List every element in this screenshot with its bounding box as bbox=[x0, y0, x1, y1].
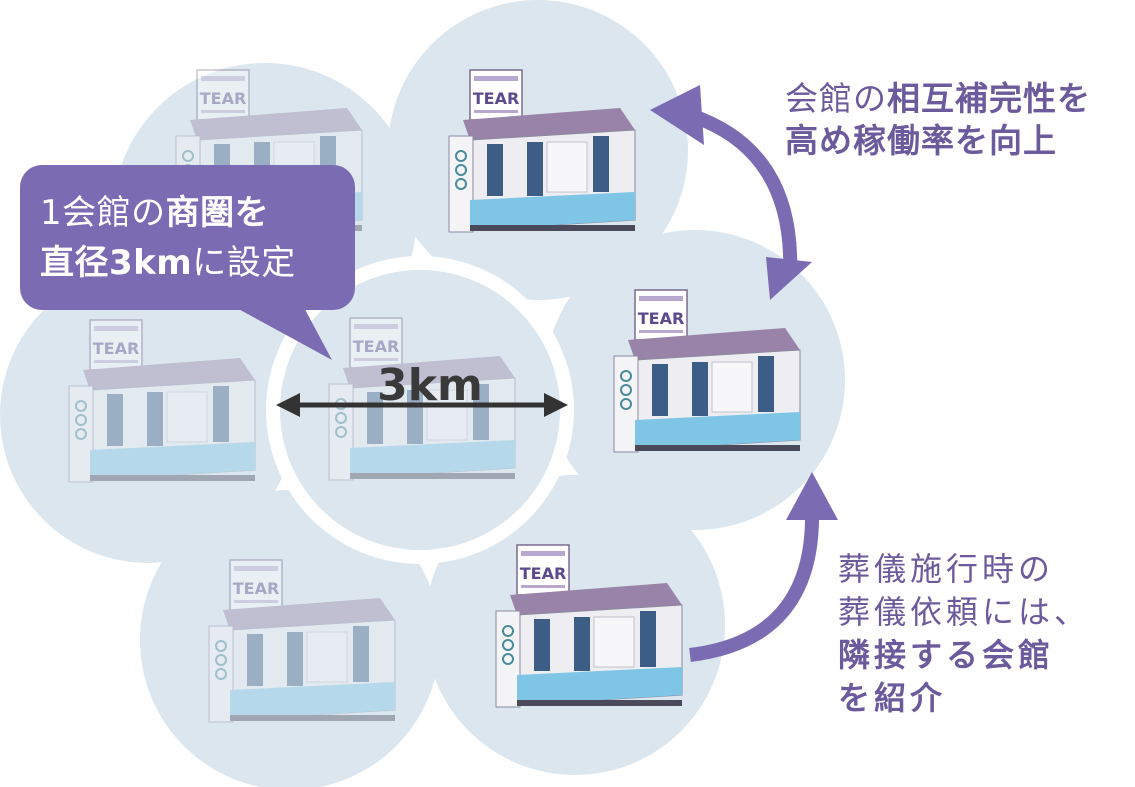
note-top-line-2: 高め稼働率を向上 bbox=[785, 120, 1091, 162]
callout-line-2-bold: 直径3km bbox=[40, 243, 193, 283]
note-top-line-2-bold: 高め稼働率を向上 bbox=[785, 121, 1057, 160]
distance-label: 3km bbox=[377, 360, 483, 411]
callout-line-1: 1会館の商圏を bbox=[40, 188, 350, 238]
callout-bubble bbox=[20, 165, 355, 360]
note-top-line-1-bold: 相互補完性を bbox=[887, 79, 1091, 118]
referral-arrow bbox=[689, 472, 838, 662]
note-bottom-line-2: 葬儀依頼には、 bbox=[838, 593, 1091, 631]
diameter-arrow bbox=[276, 393, 568, 417]
callout-text: 1会館の商圏を 直径3kmに設定 bbox=[40, 188, 350, 288]
note-top-line-1-plain: 会館の bbox=[785, 79, 887, 118]
note-mutual-complement: 会館の相互補完性を 高め稼働率を向上 bbox=[785, 78, 1091, 162]
note-bottom-line-3: 隣接する会館 bbox=[838, 634, 1090, 677]
note-bottom-line-4-bold: を紹介 bbox=[838, 679, 947, 717]
note-bottom-line-1: 葬儀施行時の bbox=[838, 550, 1055, 588]
note-bottom-line-3-bold: 隣接する会館 bbox=[838, 636, 1055, 674]
callout-line-2: 直径3kmに設定 bbox=[40, 238, 350, 288]
note-bottom-line-4: を紹介 bbox=[838, 677, 1090, 720]
mutual-arrow bbox=[650, 85, 812, 300]
callout-line-1-plain: 1会館の bbox=[40, 193, 166, 233]
callout-line-2-plain: に設定 bbox=[192, 243, 296, 283]
callout-line-1-bold: 商圏を bbox=[165, 193, 270, 233]
note-referral: 葬儀施行時の 葬儀依頼には、 隣接する会館 を紹介 bbox=[838, 548, 1090, 720]
note-top-line-1: 会館の相互補完性を bbox=[785, 78, 1091, 120]
